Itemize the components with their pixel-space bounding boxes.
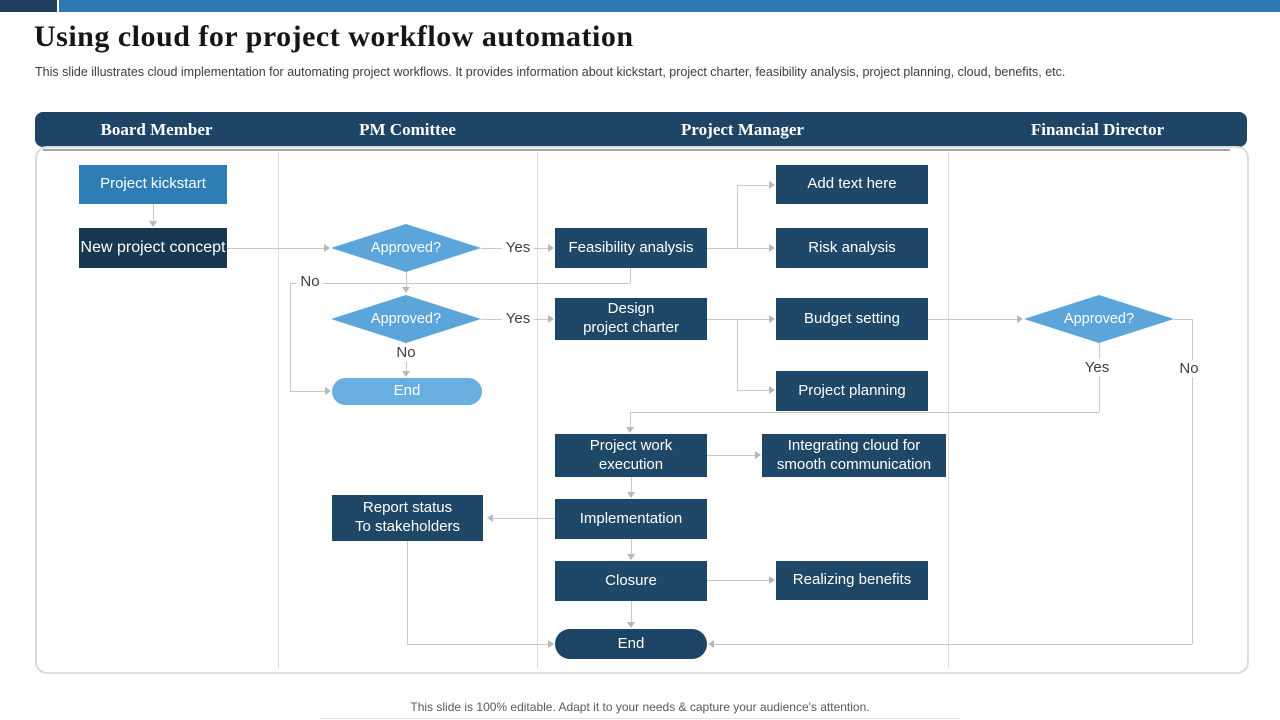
edge-label-yes: Yes bbox=[1080, 359, 1114, 376]
lane-title-pm-comittee: PM Comittee bbox=[359, 120, 456, 139]
node-budget-setting[interactable]: Budget setting bbox=[776, 298, 928, 340]
arrowhead bbox=[769, 315, 775, 323]
node-end-final[interactable]: End bbox=[555, 629, 707, 659]
node-report-status-to-stakeholders[interactable]: Report status To stakeholders bbox=[332, 495, 483, 541]
arrowhead bbox=[769, 181, 775, 189]
node-integrating-cloud[interactable]: Integrating cloud for smooth communicati… bbox=[762, 434, 946, 477]
connector-line bbox=[737, 248, 770, 249]
connector-line bbox=[707, 455, 756, 456]
arrowhead bbox=[548, 640, 554, 648]
top-accent-bar-blue bbox=[59, 0, 1280, 12]
arrowhead bbox=[755, 451, 761, 459]
edge-label-no: No bbox=[1175, 360, 1203, 377]
node-add-text-here[interactable]: Add text here bbox=[776, 165, 928, 204]
connector-line bbox=[631, 601, 632, 623]
connector-line bbox=[407, 644, 549, 645]
arrowhead bbox=[324, 244, 330, 252]
connector-line bbox=[631, 477, 632, 493]
connector-line bbox=[406, 272, 407, 287]
connector-line bbox=[737, 185, 738, 248]
connector-line bbox=[737, 319, 770, 320]
arrowhead bbox=[627, 622, 635, 628]
connector-line bbox=[707, 580, 770, 581]
node-project-kickstart[interactable]: Project kickstart bbox=[79, 165, 227, 204]
connector-line bbox=[631, 539, 632, 555]
node-new-project-concept[interactable]: New project concept bbox=[79, 228, 227, 268]
node-end-pm-comittee[interactable]: End bbox=[332, 378, 482, 405]
connector-line bbox=[630, 412, 1099, 413]
edge-label-yes: Yes bbox=[501, 239, 535, 256]
node-implementation[interactable]: Implementation bbox=[555, 499, 707, 539]
header-underline bbox=[43, 149, 1230, 151]
connector-line bbox=[407, 541, 408, 644]
arrowhead bbox=[769, 386, 775, 394]
arrowhead bbox=[325, 387, 331, 395]
node-project-work-execution[interactable]: Project work execution bbox=[555, 434, 707, 477]
top-accent-bar-dark bbox=[0, 0, 57, 12]
connector-line bbox=[737, 390, 770, 391]
edge-label-yes: Yes bbox=[501, 310, 535, 327]
arrowhead bbox=[708, 640, 714, 648]
connector-line bbox=[153, 204, 154, 222]
arrowhead bbox=[627, 492, 635, 498]
connector-line bbox=[1192, 319, 1193, 644]
connector-line bbox=[290, 391, 326, 392]
connector-line bbox=[630, 412, 631, 428]
node-design-project-charter[interactable]: Design project charter bbox=[555, 298, 707, 340]
lane-title-project-manager: Project Manager bbox=[681, 120, 804, 139]
node-risk-analysis[interactable]: Risk analysis bbox=[776, 228, 928, 268]
node-closure[interactable]: Closure bbox=[555, 561, 707, 601]
arrowhead bbox=[149, 221, 157, 227]
page-title: Using cloud for project workflow automat… bbox=[34, 20, 634, 53]
swimlane-header-bar bbox=[35, 112, 1247, 147]
connector-line bbox=[928, 319, 1018, 320]
lane-divider bbox=[278, 152, 279, 668]
arrowhead bbox=[769, 576, 775, 584]
footer-note: This slide is 100% editable. Adapt it to… bbox=[410, 700, 870, 714]
node-feasibility-analysis[interactable]: Feasibility analysis bbox=[555, 228, 707, 268]
arrowhead bbox=[626, 427, 634, 433]
arrowhead bbox=[769, 244, 775, 252]
arrowhead bbox=[402, 287, 410, 293]
arrowhead bbox=[548, 315, 554, 323]
connector-line bbox=[707, 248, 737, 249]
connector-line bbox=[290, 283, 630, 284]
node-project-planning[interactable]: Project planning bbox=[776, 371, 928, 411]
page-subtitle: This slide illustrates cloud implementat… bbox=[35, 65, 1066, 79]
edge-label-no: No bbox=[296, 273, 324, 290]
arrowhead bbox=[627, 554, 635, 560]
footer-divider bbox=[320, 718, 960, 719]
lane-divider bbox=[537, 152, 538, 668]
connector-line bbox=[1174, 319, 1192, 320]
arrowhead bbox=[402, 371, 410, 377]
connector-line bbox=[493, 518, 555, 519]
arrowhead bbox=[1017, 315, 1023, 323]
arrowhead bbox=[548, 244, 554, 252]
flowchart-frame bbox=[35, 146, 1249, 674]
edge-label-no: No bbox=[392, 344, 420, 361]
lane-title-board-member: Board Member bbox=[100, 120, 213, 139]
lane-title-financial-director: Financial Director bbox=[1030, 120, 1165, 139]
node-realizing-benefits[interactable]: Realizing benefits bbox=[776, 561, 928, 600]
connector-line bbox=[737, 319, 738, 390]
connector-line bbox=[713, 644, 1192, 645]
arrowhead bbox=[487, 514, 493, 522]
connector-line bbox=[737, 185, 770, 186]
lane-divider bbox=[948, 152, 949, 668]
connector-line bbox=[630, 268, 631, 283]
connector-line bbox=[1099, 343, 1100, 412]
connector-line bbox=[227, 248, 325, 249]
connector-line bbox=[290, 283, 291, 391]
connector-line bbox=[707, 319, 737, 320]
